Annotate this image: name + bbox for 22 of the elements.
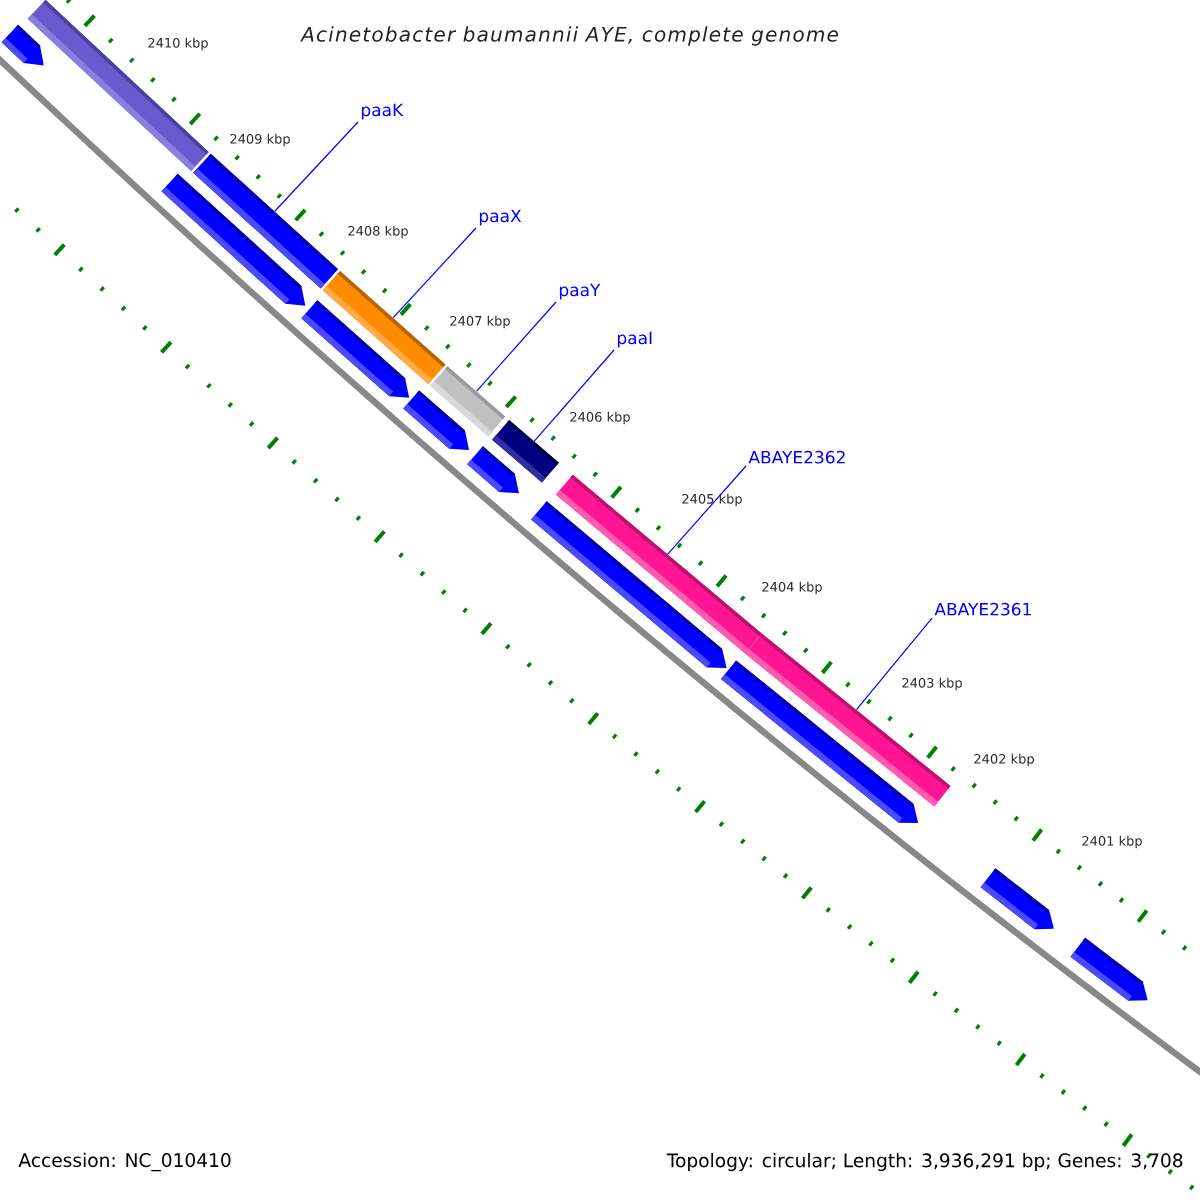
gene-label: paaX: [479, 209, 522, 226]
gene-label: ABAYE2362: [748, 450, 845, 464]
gene-block: [1, 24, 44, 66]
gene-block: [161, 173, 306, 306]
gene-bar: [27, 0, 209, 172]
leader-line: [855, 617, 933, 711]
gene-label: ABAYE2361: [934, 602, 1031, 616]
gene-block: [403, 390, 470, 451]
leader-line: [533, 349, 615, 442]
gene-block: [467, 446, 519, 494]
footer-text: Topology: circular; Length: 3,936,291 bp; Genes: 3,708: [666, 1153, 1183, 1171]
title: Acinetobacter baumannii AYE, complete genome: [300, 26, 838, 46]
leader-line: [476, 301, 557, 392]
gene-block: [980, 868, 1054, 930]
gene-label: paaK: [361, 103, 404, 120]
gene-block: [301, 300, 410, 398]
gene-label: paaY: [559, 283, 601, 300]
leader-line: [274, 121, 359, 212]
leader-line: [392, 227, 477, 319]
footer-text: Accession: NC_010410: [18, 1152, 231, 1172]
gene-block: [1070, 937, 1148, 1001]
gene-label: paaI: [617, 331, 652, 348]
